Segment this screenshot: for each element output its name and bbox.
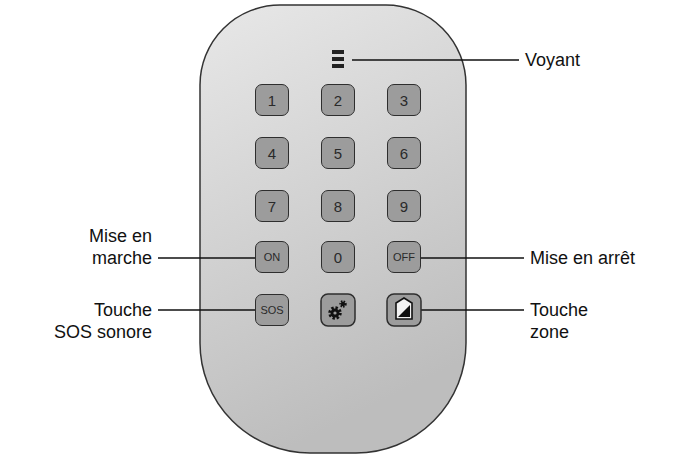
callout-label: Voyant bbox=[525, 49, 665, 71]
key-label: 4 bbox=[268, 146, 276, 161]
keypad-key: 6 bbox=[387, 137, 421, 169]
key-label: 3 bbox=[400, 93, 408, 108]
keypad-key: 3 bbox=[387, 84, 421, 116]
keypad-key: 1 bbox=[255, 84, 289, 116]
keypad-key: SOS bbox=[255, 294, 289, 326]
keypad-key: 2 bbox=[321, 84, 355, 116]
key-label: 2 bbox=[334, 93, 342, 108]
key-label: 5 bbox=[334, 146, 342, 161]
keypad-key: 0 bbox=[321, 241, 355, 273]
keypad-key: 4 bbox=[255, 137, 289, 169]
keypad-key: 7 bbox=[255, 190, 289, 222]
indicator-light bbox=[332, 50, 344, 68]
leader-lines bbox=[158, 60, 524, 310]
keypad-key: OFF bbox=[387, 241, 421, 273]
keypad-key: 8 bbox=[321, 190, 355, 222]
key-label: OFF bbox=[393, 252, 415, 263]
zone-key bbox=[387, 294, 421, 326]
callout-label: Mise en marche bbox=[42, 225, 152, 269]
key-label: 1 bbox=[268, 93, 276, 108]
settings-key bbox=[321, 294, 355, 326]
key-label: 9 bbox=[400, 199, 408, 214]
keypad-key: 5 bbox=[321, 137, 355, 169]
key-label: SOS bbox=[260, 305, 283, 316]
key-label: ON bbox=[264, 252, 281, 263]
keypad-key: 9 bbox=[387, 190, 421, 222]
key-label: 8 bbox=[334, 199, 342, 214]
callout-label: Touche SOS sonore bbox=[51, 299, 152, 343]
callout-label: Mise en arrêt bbox=[530, 247, 680, 269]
callout-label: Touche zone bbox=[530, 299, 610, 343]
key-label: 7 bbox=[268, 199, 276, 214]
keypad-key: ON bbox=[255, 241, 289, 273]
key-label: 0 bbox=[334, 250, 342, 265]
key-label: 6 bbox=[400, 146, 408, 161]
keypad-body bbox=[200, 5, 466, 453]
